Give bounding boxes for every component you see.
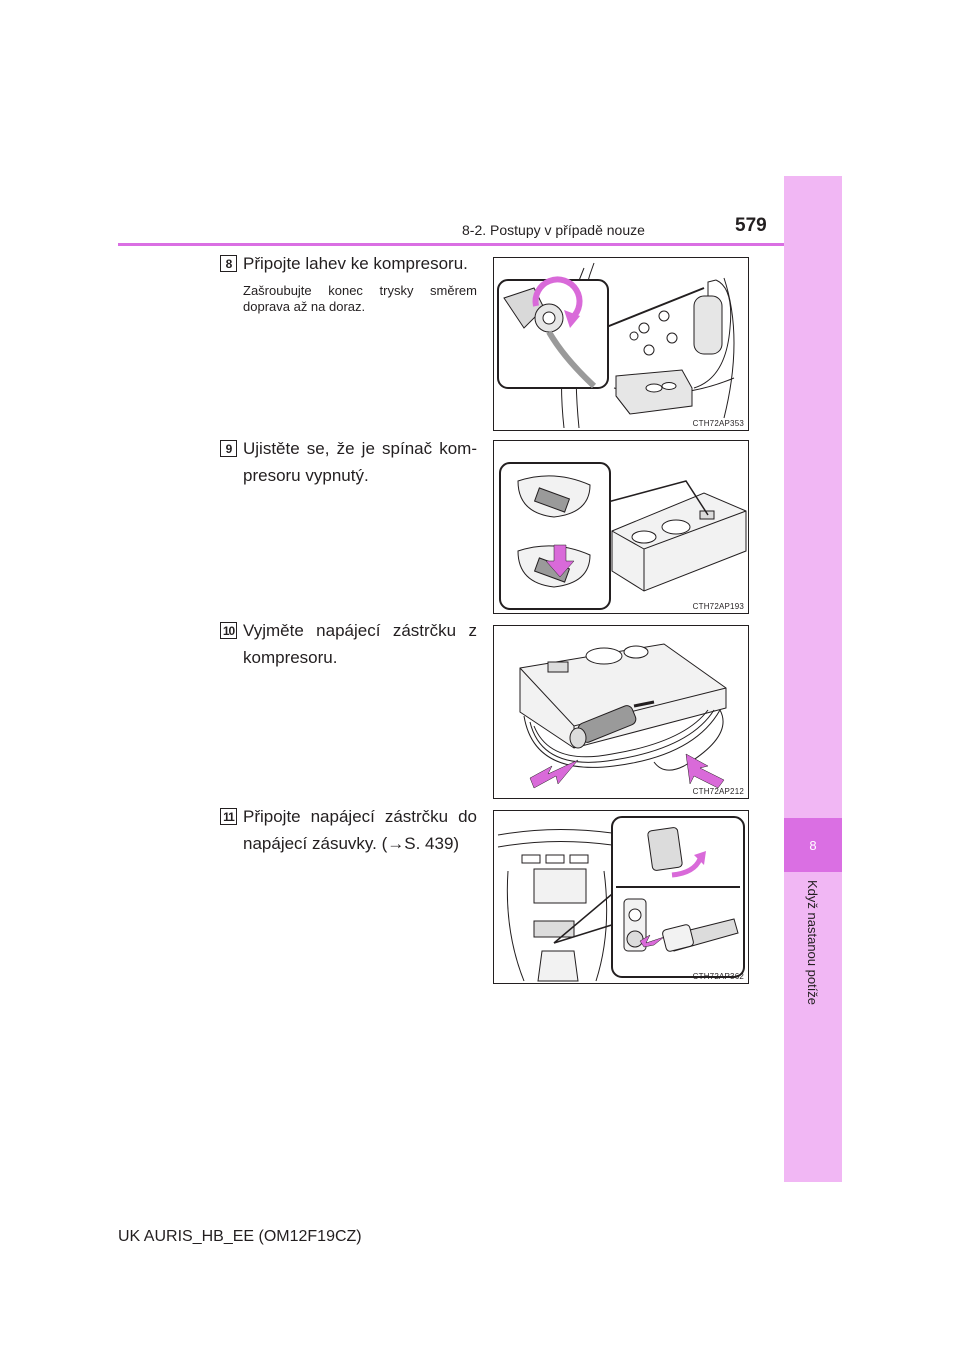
chapter-number: 8 bbox=[809, 837, 817, 853]
bottle-compressor-illustration bbox=[497, 262, 735, 429]
step-instruction: Ujistěte se, že je spínač kom-presoru vy… bbox=[243, 439, 477, 485]
step-note: Zašroubujte konec trysky směrem doprava … bbox=[243, 283, 477, 314]
chapter-number-box bbox=[784, 818, 842, 872]
chapter-title-vertical: Když nastanou potíže bbox=[786, 880, 840, 1040]
figure-code: CTH72AP212 bbox=[692, 787, 744, 796]
compressor-switch-illustration bbox=[499, 462, 747, 610]
step-number-badge: 8 bbox=[220, 255, 237, 272]
remove-plug-illustration bbox=[519, 643, 727, 789]
figure-code: CTH72AP362 bbox=[692, 972, 744, 981]
chapter-title: Když nastanou potíže bbox=[805, 880, 820, 1006]
figure-compressor-switch: CTH72AP193 bbox=[493, 440, 749, 614]
header-divider bbox=[118, 243, 784, 246]
figure-attach-bottle: CTH72AP353 bbox=[493, 257, 749, 431]
step-instruction: Vyjměte napájecí zástrčku z kompresoru. bbox=[243, 621, 477, 667]
connect-plug-illustration bbox=[497, 816, 745, 982]
step-instruction: Připojte napájecí zástrčku do napájecí z… bbox=[243, 807, 477, 853]
page-number: 579 bbox=[735, 215, 767, 236]
figure-connect-plug: CTH72AP362 bbox=[493, 810, 749, 984]
figure-code: CTH72AP353 bbox=[692, 419, 744, 428]
step-instruction: Připojte lahev ke kompresoru. bbox=[243, 254, 468, 273]
figure-remove-plug: CTH72AP212 bbox=[493, 625, 749, 799]
figure-code: CTH72AP193 bbox=[692, 602, 744, 611]
step-number-badge: 10 bbox=[220, 622, 237, 639]
step-number-badge: 11 bbox=[220, 808, 237, 825]
manual-model-code: UK AURIS_HB_EE (OM12F19CZ) bbox=[118, 1228, 362, 1245]
section-title: 8-2. Postupy v případě nouze bbox=[462, 222, 645, 238]
step-number-badge: 9 bbox=[220, 440, 237, 457]
chapter-side-tab bbox=[784, 176, 842, 1182]
